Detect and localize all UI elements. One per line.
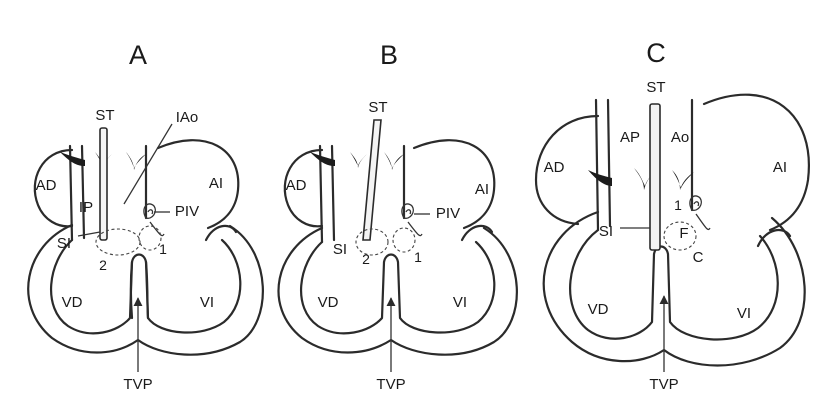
- panel-a-vi-label: VI: [200, 294, 214, 311]
- panel-b-ad-label: AD: [286, 177, 307, 194]
- panel-b-number-2: 2: [362, 251, 370, 267]
- panel-a-number-1: 1: [159, 241, 167, 257]
- panel-c-ai-label: AI: [773, 159, 787, 176]
- panel-b-inner-wall: [301, 242, 494, 333]
- panel-b-piv-tail: [408, 222, 422, 236]
- panel-a-ad-label: AD: [36, 177, 57, 194]
- panel-a-dashed-region-1: [139, 226, 161, 250]
- panel-a-tvp-label: TVP: [123, 376, 152, 393]
- panel-c-number-1: 1: [674, 197, 682, 213]
- panel-a-ai-label: AI: [209, 175, 223, 192]
- panel-b-tvp-label: TVP: [376, 376, 405, 393]
- panel-c-si-label: SI: [599, 223, 613, 240]
- panel-c-st-label: ST: [646, 79, 665, 96]
- panel-b-valve-right: [384, 152, 404, 170]
- panel-a-number-2: 2: [99, 257, 107, 273]
- panel-b: B ST AD AI PIV SI 2 1 VD VI TVP: [279, 40, 517, 393]
- panel-c-left-atrium: [704, 95, 809, 230]
- panel-b-si-label: SI: [333, 241, 347, 258]
- panel-b-dashed-region-2: [356, 229, 388, 255]
- panel-b-vd-label: VD: [318, 294, 339, 311]
- panel-a-dashed-region-2: [96, 229, 140, 255]
- panel-b-letter: B: [380, 40, 398, 70]
- panel-b-vi-label: VI: [453, 294, 467, 311]
- panel-c-pulmonary-artery-wall: [596, 100, 610, 230]
- panel-c-ao-label: Ao: [671, 129, 689, 146]
- panel-c-c-label: C: [693, 249, 704, 266]
- panel-a-si-leader: [78, 232, 100, 236]
- panel-c-inner-wall: [570, 230, 778, 339]
- panel-a-iao-label: IAo: [176, 109, 199, 126]
- panel-b-valve-mid: [350, 152, 369, 168]
- panel-c-f-label: F: [679, 225, 688, 242]
- panel-b-piv-label: PIV: [436, 205, 460, 222]
- panel-c-ap-label: AP: [620, 129, 640, 146]
- panel-c-letter: C: [646, 38, 666, 68]
- panel-b-stent-tube: [363, 120, 381, 240]
- panel-a-iao-leader: [124, 124, 172, 204]
- panel-c-vi-label: VI: [737, 305, 751, 322]
- panel-c: C ST AD AP Ao AI 1 SI F C VD VI TVP: [536, 38, 809, 393]
- panel-a-letter: A: [129, 40, 147, 70]
- panel-c-valve-right: [672, 170, 694, 190]
- panel-b-number-1: 1: [414, 249, 422, 265]
- panel-c-ad-label: AD: [544, 159, 565, 176]
- panel-a-st-label: ST: [95, 107, 114, 124]
- panel-c-coil-tail: [696, 214, 710, 229]
- panel-b-ai-label: AI: [475, 181, 489, 198]
- panel-a-vd-label: VD: [62, 294, 83, 311]
- panel-c-mitral-leaflet: [758, 230, 790, 246]
- panel-a-piv-label: PIV: [175, 203, 199, 220]
- panel-c-tvp-label: TVP: [649, 376, 678, 393]
- panel-a-stent-tube: [100, 128, 107, 240]
- panel-c-vd-label: VD: [588, 301, 609, 318]
- panel-a-ip-label: IP: [79, 199, 93, 216]
- panel-a: A ST IAo AD AI IP: [28, 40, 263, 393]
- panel-a-si-label: SI: [57, 235, 71, 252]
- panel-c-stent-tube: [650, 104, 660, 250]
- panel-b-st-label: ST: [368, 99, 387, 116]
- panel-a-inner-wall: [51, 240, 240, 333]
- panel-a-valve-right: [126, 152, 146, 170]
- panel-b-dashed-region-1: [393, 228, 415, 252]
